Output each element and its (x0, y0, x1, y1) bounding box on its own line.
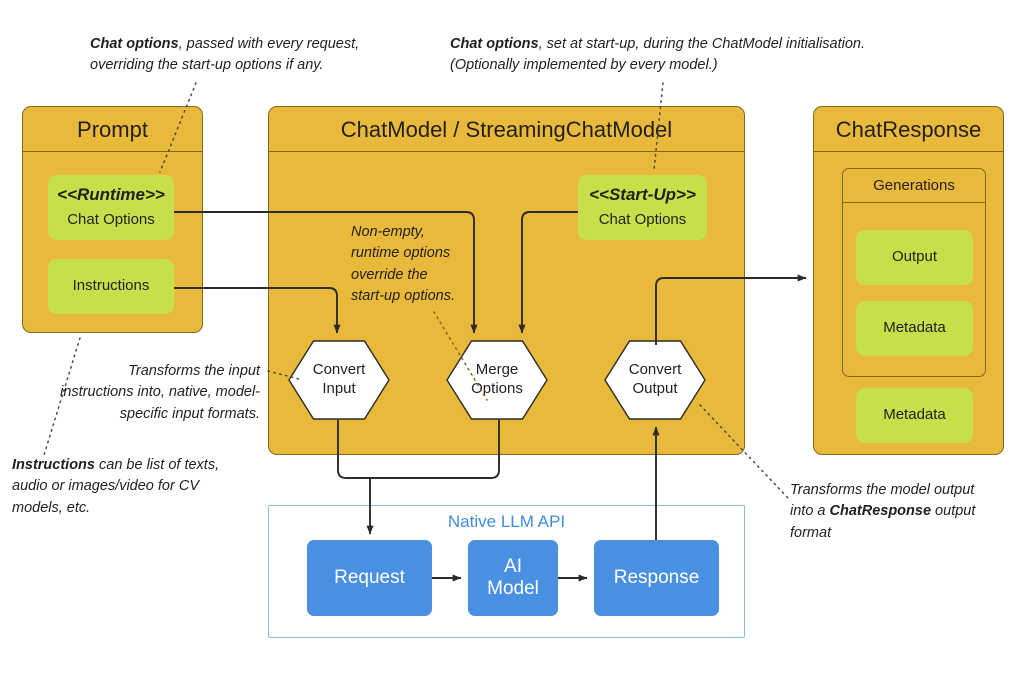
startup-stereotype-label: <<Start-Up>> (589, 185, 696, 205)
request-label: Request (334, 567, 405, 589)
convert-input-hexagon[interactable]: Convert Input (288, 340, 390, 420)
chatresponse-metadata-label: Metadata (883, 406, 946, 424)
override-note: Non-empty, runtime options override the … (351, 224, 455, 305)
native-llm-api-title: Native LLM API (447, 512, 566, 531)
startup-chat-options-label: Chat Options (598, 211, 687, 229)
instructions-box[interactable]: Instructions (48, 259, 174, 314)
startup-chat-options-box[interactable]: <<Start-Up>> Chat Options (578, 175, 707, 240)
runtime-options-annotation-rest: , passed with every request, overriding … (90, 36, 360, 74)
generations-metadata-label: Metadata (883, 319, 946, 337)
merge-options-hexagon[interactable]: Merge Options (446, 340, 548, 420)
request-box[interactable]: Request (307, 540, 432, 616)
convert-input-hexagon-shape (288, 340, 390, 420)
merge-options-label-line1: Merge (475, 361, 519, 379)
response-label: Response (613, 567, 700, 589)
runtime-chat-options-box[interactable]: <<Runtime>> Chat Options (48, 175, 174, 240)
convert-output-annotation-post: output format (790, 503, 976, 541)
runtime-options-annotation: Chat options, passed with every request,… (90, 34, 390, 77)
instructions-label: Instructions (72, 277, 150, 295)
convert-output-annotation: Transforms the model output into a ChatR… (790, 480, 1000, 544)
convert-input-annotation-text: Transforms the input instructions into, … (60, 363, 260, 422)
startup-options-annotation-bold: Chat options (450, 36, 539, 52)
instructions-annotation-rest: can be list of texts, audio or images/vi… (12, 457, 220, 516)
ai-model-label-line1: AI (504, 556, 522, 578)
convert-output-annotation-bold: ChatResponse (829, 503, 932, 520)
runtime-stereotype-label: <<Runtime>> (57, 185, 165, 205)
convert-input-label-group: Convert Input (288, 340, 390, 420)
chatmodel-panel-title: ChatModel / StreamingChatModel (269, 107, 744, 152)
generations-metadata-box[interactable]: Metadata (856, 301, 973, 356)
generations-title: Generations (843, 169, 985, 203)
generations-output-label: Output (891, 248, 938, 266)
startup-options-annotation-rest: , set at start-up, during the ChatModel … (450, 36, 866, 74)
convert-input-annotation: Transforms the input instructions into, … (60, 361, 260, 425)
chatresponse-panel-title: ChatResponse (814, 107, 1003, 152)
convert-output-label-line1: Convert (628, 361, 682, 379)
prompt-panel-title: Prompt (23, 107, 202, 152)
generations-output-box[interactable]: Output (856, 230, 973, 285)
chatresponse-metadata-box[interactable]: Metadata (856, 388, 973, 443)
runtime-chat-options-label: Chat Options (67, 211, 155, 229)
ai-model-box[interactable]: AI Model (468, 540, 558, 616)
convert-output-hexagon[interactable]: Convert Output (604, 340, 706, 420)
instructions-annotation: Instructions can be list of texts, audio… (12, 455, 244, 519)
runtime-options-annotation-bold: Chat options (90, 36, 179, 52)
convert-input-label-line1: Convert (312, 361, 366, 379)
ai-model-label-line2: Model (487, 578, 539, 599)
generations-subpanel: Generations (842, 168, 986, 377)
merge-options-label-line2: Options (471, 380, 523, 397)
convert-input-label-line2: Input (322, 380, 356, 397)
startup-options-annotation: Chat options, set at start-up, during th… (450, 34, 900, 77)
merge-options-label-group: Merge Options (446, 340, 548, 420)
convert-output-annotation-pre: Transforms the model output into a (790, 482, 975, 520)
response-box[interactable]: Response (594, 540, 719, 616)
convert-output-label-line2: Output (632, 380, 678, 397)
convert-output-label-group: Convert Output (604, 340, 706, 420)
instructions-annotation-bold: Instructions (12, 457, 95, 473)
